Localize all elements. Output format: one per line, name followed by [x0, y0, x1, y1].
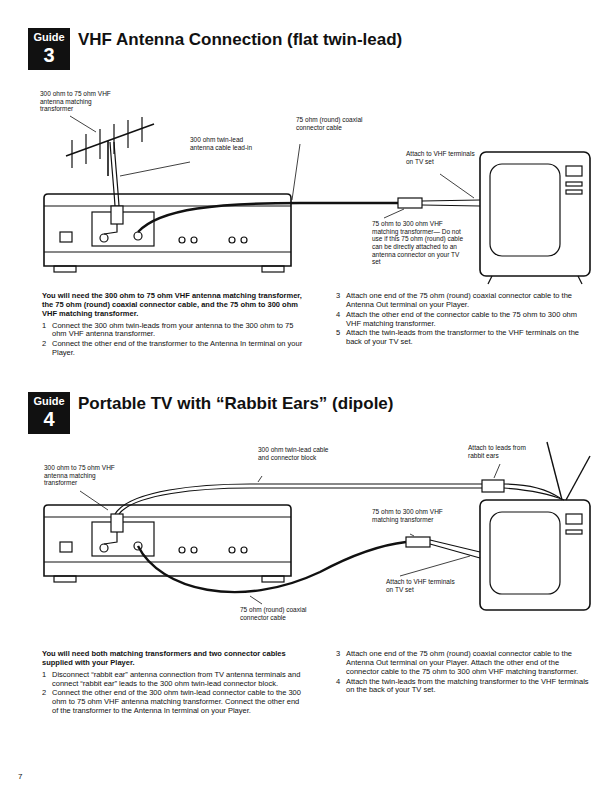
step-number: 4: [336, 311, 345, 320]
portable-tv: [480, 442, 590, 610]
callout-label: 300 ohm twin-lead cable and connector bl…: [258, 446, 340, 461]
step-text: Connect the 300 ohm twin-leads from your…: [52, 322, 304, 340]
transformer-lead: [104, 532, 117, 544]
callout-label: Attach to VHF terminals on TV set: [386, 578, 458, 593]
guide-word: Guide: [32, 395, 66, 408]
vcr-player-rear: [44, 194, 291, 272]
vcr-player-rear: [44, 505, 291, 582]
step-text: Disconnect “rabbit ear” antenna connecti…: [52, 671, 304, 689]
section-title: VHF Antenna Connection (flat twin-lead): [78, 30, 578, 50]
matching-transformer: [111, 206, 123, 224]
guide-number: 3: [32, 44, 66, 66]
page-number: 7: [18, 772, 38, 781]
requirements-note: You will need the 300 ohm to 75 ohm VHF …: [42, 292, 304, 319]
guide-badge: Guide4: [28, 392, 70, 434]
requirements-note: You will need both matching transformers…: [42, 650, 304, 668]
step-text: Attach the other end of the connector ca…: [346, 311, 591, 329]
transformer-lead: [104, 224, 117, 234]
step-number: 1: [42, 322, 51, 331]
coaxial-cable: [138, 542, 406, 592]
section-title: Portable TV with “Rabbit Ears” (dipole): [78, 394, 578, 414]
callout-label: 300 ohm twin-lead antenna cable lead-in: [190, 136, 262, 151]
step-text: Attach the twin-leads from the transform…: [346, 329, 591, 347]
callout-label: 300 ohm to 75 ohm VHF antenna matching t…: [40, 90, 122, 113]
step-text: Connect the other end of the 300 ohm twi…: [52, 689, 304, 716]
coaxial-cable: [138, 203, 398, 232]
step-text: Attach one end of the 75 ohm (round) coa…: [346, 650, 591, 677]
connector-block: [482, 480, 504, 492]
rabbit-ear-lead: [504, 488, 564, 500]
step-number: 3: [336, 292, 345, 301]
step-number: 3: [336, 650, 345, 659]
step-number: 2: [42, 689, 51, 698]
leader-line: [80, 464, 500, 604]
callout-label: 75 ohm (round) coaxial connector cable: [240, 606, 312, 621]
step-text: Attach one end of the 75 ohm (round) coa…: [346, 292, 591, 310]
callout-label: 75 ohm to 300 ohm VHF matching transform…: [372, 220, 464, 266]
matching-transformer: [111, 514, 123, 532]
step-text: Attach the twin-leads from the matching …: [346, 678, 591, 696]
callout-label: 300 ohm to 75 ohm VHF antenna matching t…: [44, 464, 128, 487]
step-number: 1: [42, 671, 51, 680]
step-text: Connect the other end of the transformer…: [52, 340, 304, 358]
guide-word: Guide: [32, 31, 66, 44]
tv-matching-transformer: [406, 537, 480, 558]
step-number: 5: [336, 329, 345, 338]
step-number: 2: [42, 340, 51, 349]
leader-line: [70, 116, 474, 218]
callout-label: Attach to leads from rabbit ears: [468, 444, 536, 459]
guide-number: 4: [32, 408, 66, 430]
tv-set: [480, 152, 590, 284]
twin-lead-cable: [110, 142, 119, 206]
callout-label: 75 ohm to 300 ohm VHF matching transform…: [372, 508, 466, 523]
callout-label: 75 ohm (round) coaxial connector cable: [296, 116, 386, 131]
callout-label: Attach to VHF terminals on TV set: [406, 150, 476, 165]
tv-matching-transformer: [398, 198, 480, 208]
guide-badge: Guide3: [28, 28, 70, 70]
step-number: 4: [336, 678, 345, 687]
